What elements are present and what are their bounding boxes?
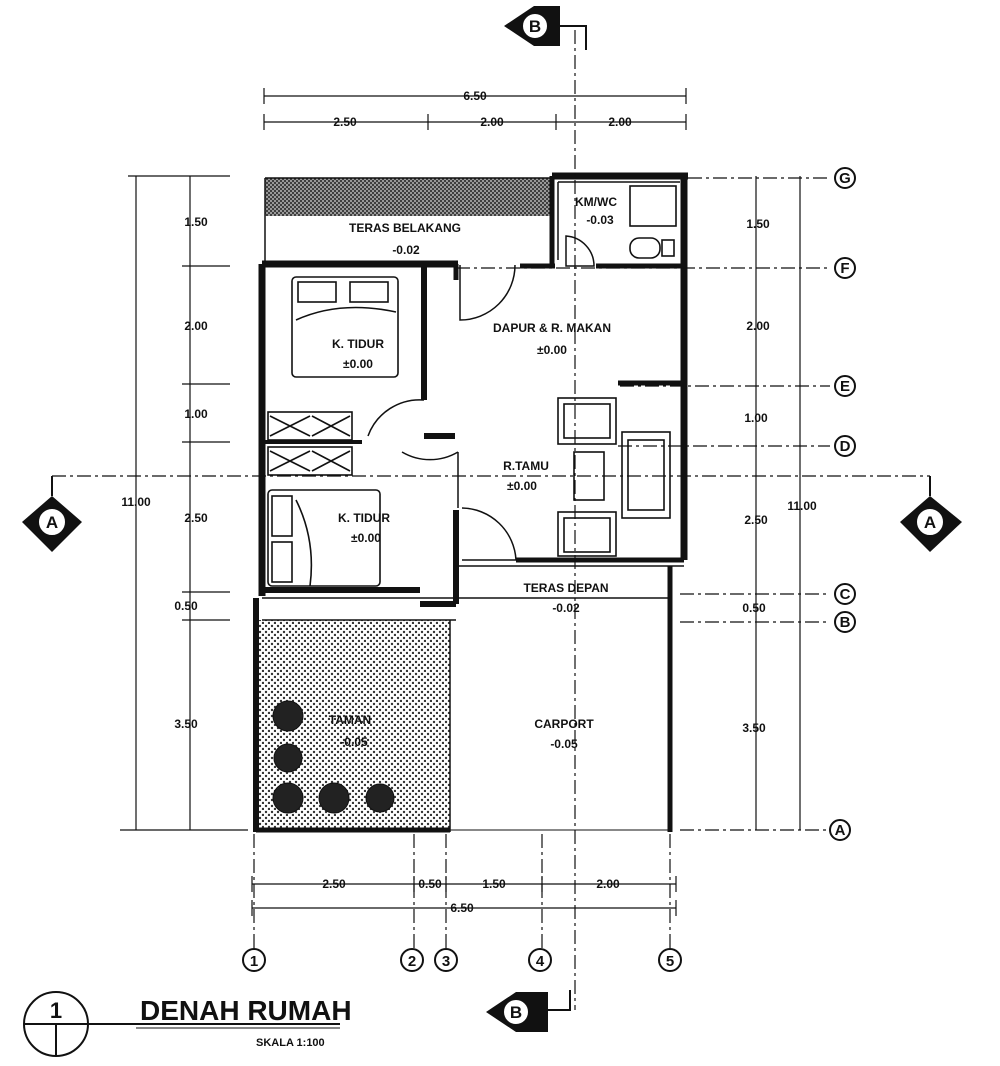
plant	[273, 743, 303, 773]
room-level-teras-belakang: -0.02	[392, 243, 420, 257]
dim-left-2: 2.00	[184, 319, 208, 333]
wardrobe-1	[267, 411, 353, 441]
room-name-teras-depan: TERAS DEPAN	[523, 581, 608, 595]
wardrobe-2	[267, 446, 353, 476]
toilet	[629, 237, 661, 259]
room-name-dapur: DAPUR & R. MAKAN	[493, 321, 611, 335]
grid-label-col-2: 2	[408, 953, 416, 970]
dimension-lines	[120, 88, 801, 916]
room-name-kmwc: KM/WC	[575, 195, 617, 209]
room-level-teras-depan: -0.02	[552, 601, 580, 615]
sofa-2	[621, 431, 671, 519]
grid-bubbles	[242, 167, 856, 972]
dim-bottom-4: 2.00	[596, 877, 620, 891]
dim-right-4: 2.50	[744, 513, 768, 527]
dim-top-1: 2.50	[333, 115, 357, 129]
grid-label-col-5: 5	[666, 953, 674, 970]
sofa-1	[557, 397, 617, 445]
furniture	[267, 185, 677, 587]
dim-right-6: 3.50	[742, 721, 766, 735]
grid-label-col-4: 4	[536, 953, 545, 970]
grid-label-row-a: A	[835, 822, 846, 839]
teras-belakang-hatch	[265, 178, 550, 216]
dim-left-3: 1.00	[184, 407, 208, 421]
grid-label-col-3: 3	[442, 953, 450, 970]
dim-right-5: 0.50	[742, 601, 766, 615]
drawing-number: 1	[50, 998, 62, 1023]
grid-label-row-d: D	[840, 438, 851, 455]
room-name-tidur-2: K. TIDUR	[338, 511, 390, 525]
bed-top	[291, 276, 399, 378]
room-name-tamu: R.TAMU	[503, 459, 549, 473]
room-level-tidur-1: ±0.00	[343, 357, 373, 371]
doors	[367, 235, 595, 561]
dim-top-3: 2.00	[608, 115, 632, 129]
dim-top-total: 6.50	[463, 89, 487, 103]
dim-left-1: 1.50	[184, 215, 208, 229]
sofa-3	[557, 511, 617, 557]
dim-left-total: 11.00	[121, 495, 151, 509]
room-level-carport: -0.05	[550, 737, 578, 751]
dim-top-2: 2.00	[480, 115, 504, 129]
grid-label-row-g: G	[839, 170, 851, 187]
section-markers	[22, 6, 962, 1032]
title-block	[23, 991, 340, 1057]
dim-bottom-2: 0.50	[418, 877, 442, 891]
section-label-a-left: A	[46, 513, 58, 532]
room-name-carport: CARPORT	[534, 717, 594, 731]
dim-left-5: 0.50	[174, 599, 198, 613]
section-label-b-bottom: B	[510, 1003, 522, 1022]
shower	[629, 185, 677, 227]
room-level-tidur-2: ±0.00	[351, 531, 381, 545]
plants	[272, 700, 395, 814]
dim-bottom-3: 1.50	[482, 877, 506, 891]
room-level-taman: -0.05	[340, 735, 368, 749]
room-level-kmwc: -0.03	[586, 213, 614, 227]
dim-right-1: 1.50	[746, 217, 770, 231]
room-name-teras-belakang: TERAS BELAKANG	[349, 221, 461, 235]
dim-left-4: 2.50	[184, 511, 208, 525]
room-level-tamu: ±0.00	[507, 479, 537, 493]
grid-label-col-1: 1	[250, 953, 258, 970]
plant	[272, 700, 304, 732]
dim-bottom-1: 2.50	[322, 877, 346, 891]
plant	[272, 782, 304, 814]
dim-right-total: 11.00	[787, 499, 817, 513]
walls	[253, 172, 688, 833]
grid-label-row-e: E	[840, 378, 850, 395]
room-level-dapur: ±0.00	[537, 343, 567, 357]
drawing-title: DENAH RUMAH	[140, 995, 352, 1026]
room-name-taman: TAMAN	[329, 713, 371, 727]
dim-right-3: 1.00	[744, 411, 768, 425]
grid-label-row-c: C	[840, 586, 851, 603]
plant	[318, 782, 350, 814]
bed-bottom	[267, 489, 381, 587]
plant	[365, 783, 395, 813]
room-name-tidur-1: K. TIDUR	[332, 337, 384, 351]
dim-left-6: 3.50	[174, 717, 198, 731]
section-label-b-top: B	[529, 17, 541, 36]
dim-bottom-total: 6.50	[450, 901, 474, 915]
grid-label-row-b: B	[840, 614, 851, 631]
grid-label-row-f: F	[840, 260, 849, 277]
section-label-a-right: A	[924, 513, 936, 532]
dim-right-2: 2.00	[746, 319, 770, 333]
drawing-scale: SKALA 1:100	[256, 1037, 325, 1049]
